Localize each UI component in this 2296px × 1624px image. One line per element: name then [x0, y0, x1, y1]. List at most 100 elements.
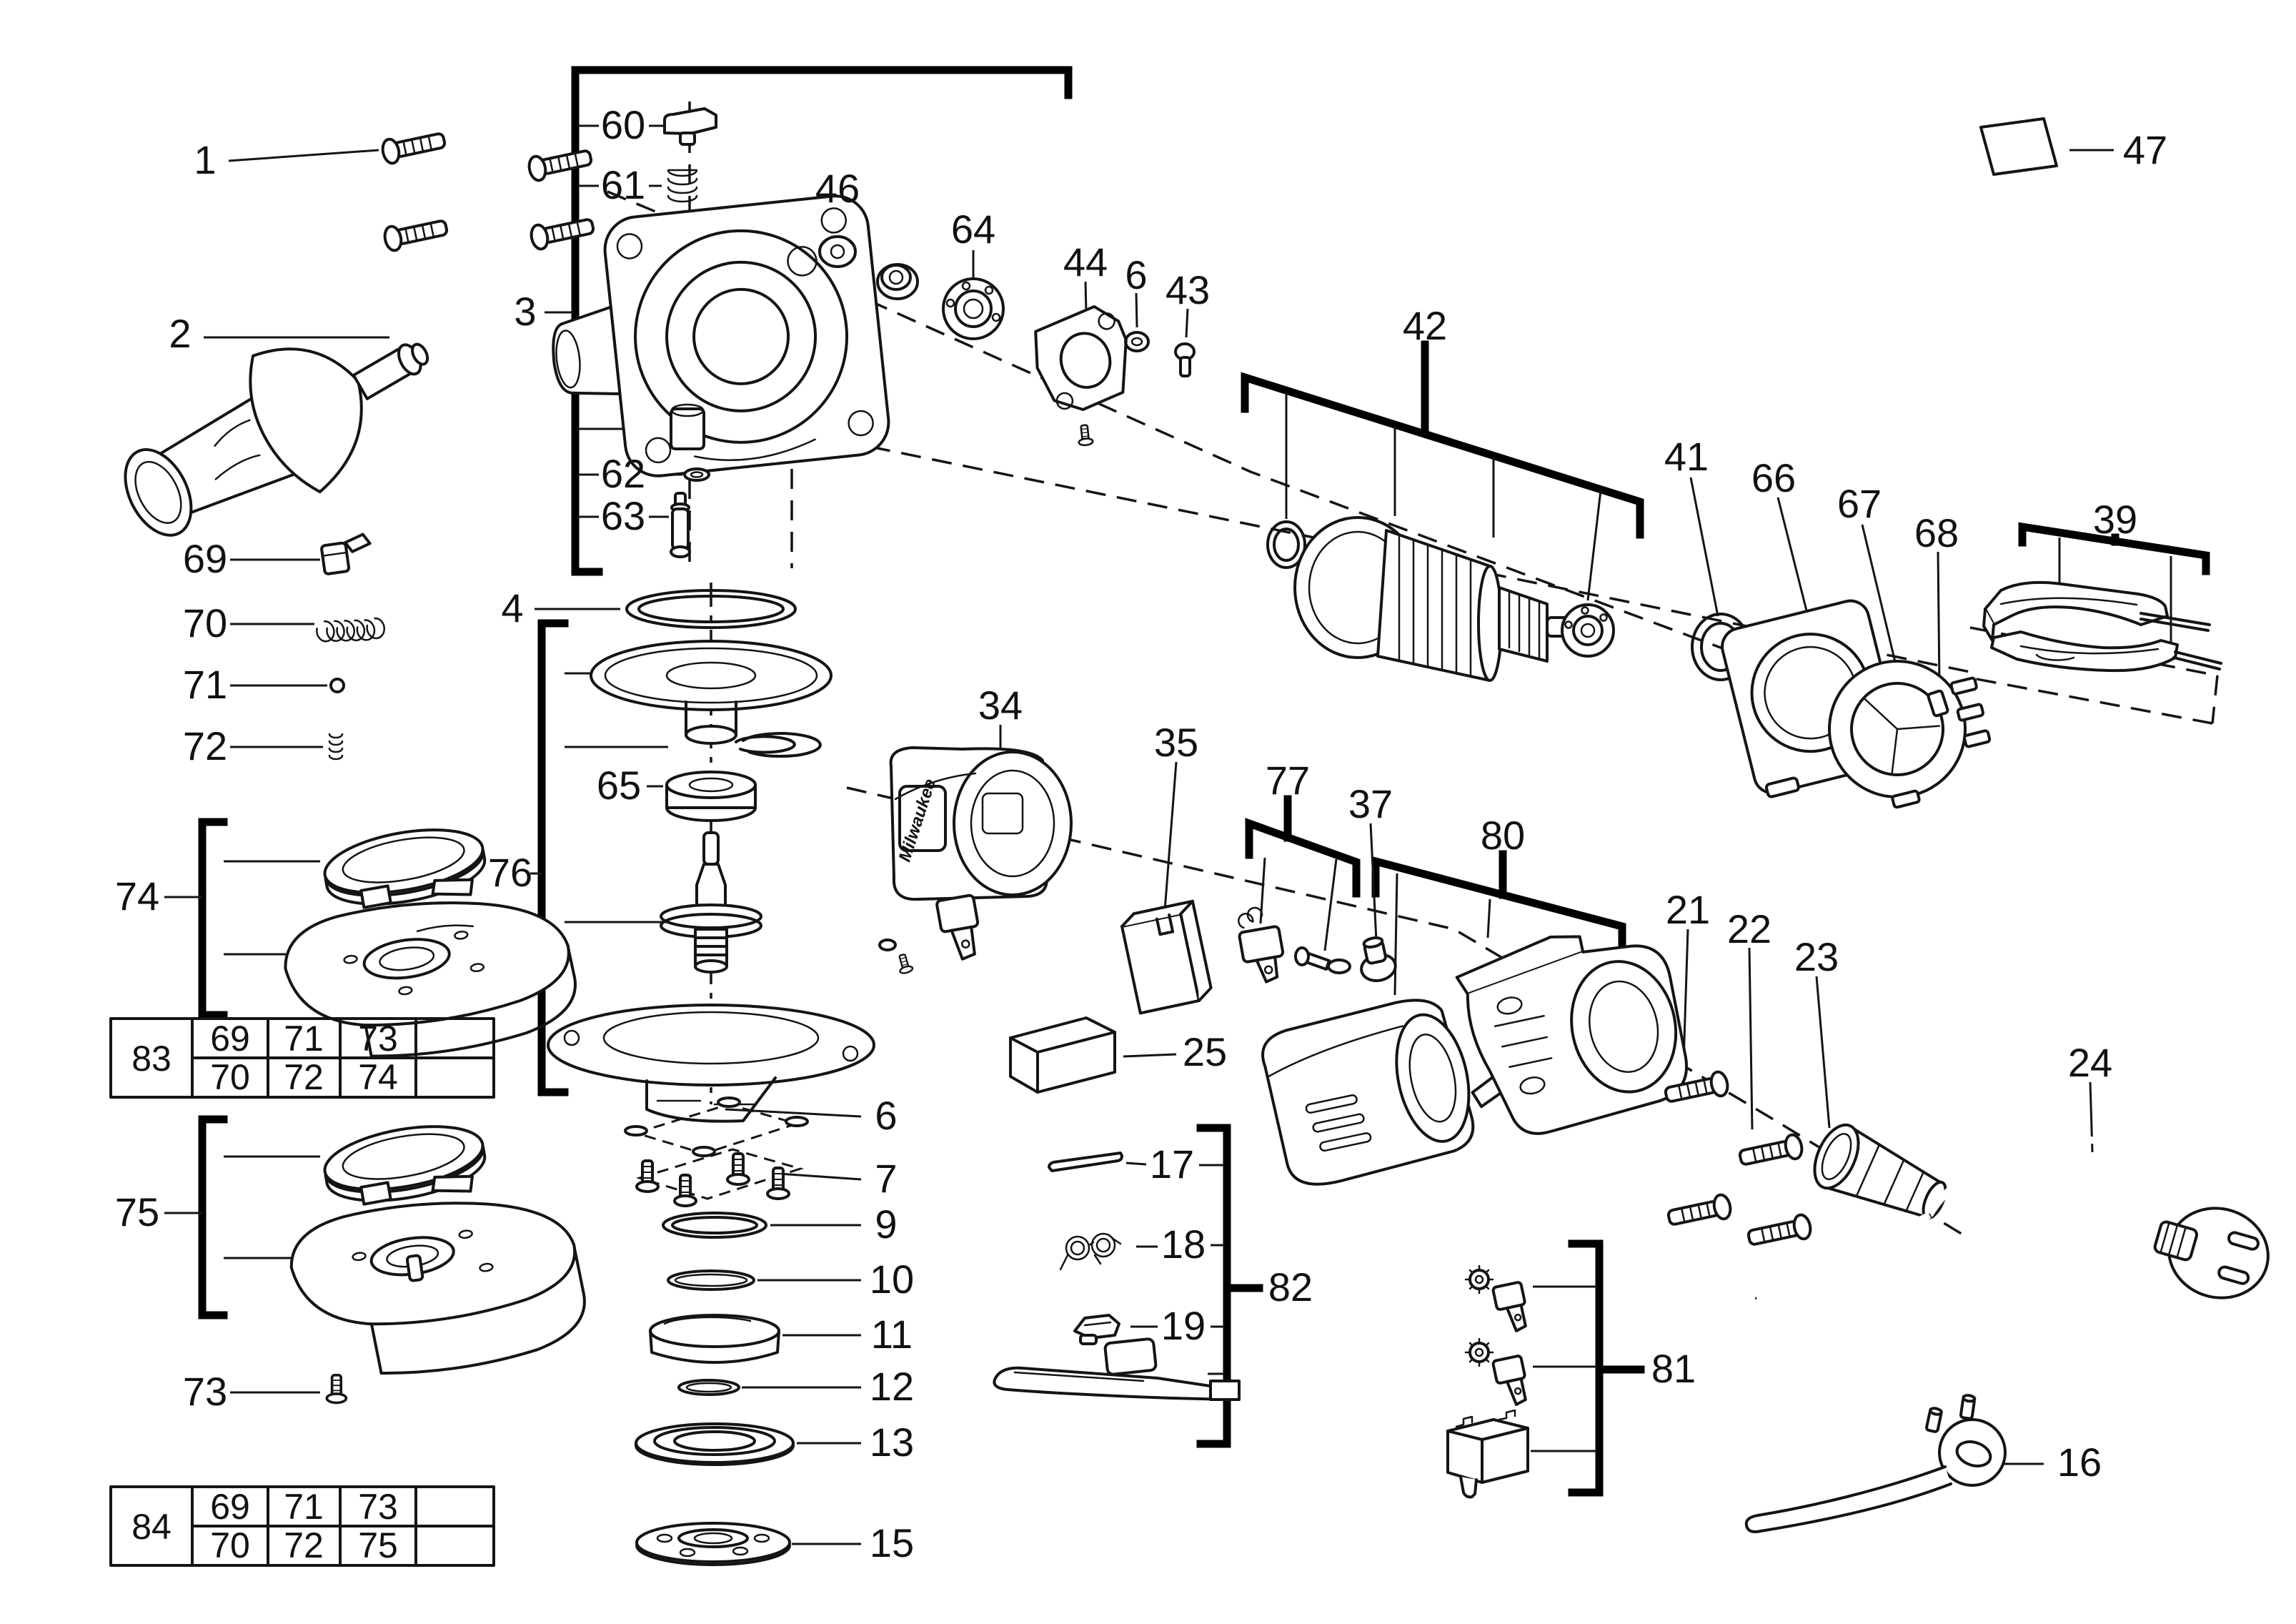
- callout-34: 34: [978, 683, 1023, 728]
- callout-15: 15: [870, 1520, 914, 1565]
- callout-labels: 1 2 3 4 60 61 62 63 65 76 69 70 71 72 74…: [115, 102, 2167, 1565]
- star-washer-81b: [1464, 1337, 1494, 1367]
- svg-text:75: 75: [358, 1525, 398, 1565]
- latch-69: [320, 533, 372, 575]
- brush-holder-81a: [1491, 1281, 1527, 1332]
- callout-44: 44: [1063, 239, 1108, 284]
- callout-12: 12: [870, 1364, 914, 1409]
- table84-label: 84: [131, 1507, 172, 1547]
- screw-73: [325, 1374, 348, 1405]
- spring-72: [328, 733, 344, 761]
- callout-61: 61: [601, 162, 645, 207]
- callout-6a: 6: [1125, 252, 1147, 297]
- callout-35: 35: [1154, 720, 1198, 765]
- armature: [1293, 516, 1574, 682]
- washer-6a: [1124, 331, 1150, 352]
- callout-77: 77: [1266, 758, 1310, 803]
- callout-16: 16: [2057, 1440, 2102, 1485]
- guard-74: [284, 901, 577, 1058]
- table83-label: 83: [131, 1039, 172, 1079]
- callout-18: 18: [1161, 1222, 1206, 1267]
- callout-63: 63: [601, 493, 645, 538]
- callout-66: 66: [1751, 455, 1796, 500]
- ref-table-84: 84 69 71 73 70 72 75: [109, 1485, 495, 1567]
- switch-block-81: [1446, 1409, 1529, 1499]
- callout-9: 9: [875, 1202, 897, 1247]
- cord-boot-23: [1813, 1123, 1947, 1220]
- callout-76: 76: [488, 850, 532, 895]
- callout-1: 1: [194, 137, 216, 182]
- ref-table-83: 83 69 71 73 70 72 74: [109, 1017, 495, 1099]
- svg-text:73: 73: [358, 1019, 398, 1059]
- screw-set-1: [379, 127, 597, 254]
- screw-43: [1174, 342, 1196, 377]
- callout-39: 39: [2093, 497, 2137, 542]
- callout-81: 81: [1651, 1346, 1696, 1391]
- callout-11: 11: [871, 1312, 913, 1357]
- callout-62: 62: [601, 451, 645, 496]
- callout-69: 69: [183, 536, 227, 581]
- callout-13: 13: [870, 1420, 914, 1465]
- brush-assy-77: [1238, 906, 1285, 984]
- callout-65: 65: [597, 763, 641, 808]
- lock-knob: [663, 107, 717, 146]
- guard-clamp-74: [323, 828, 487, 909]
- callout-64: 64: [951, 207, 995, 252]
- svg-text:70: 70: [210, 1057, 250, 1097]
- callout-72: 72: [183, 723, 227, 768]
- retaining-ring: [735, 732, 822, 758]
- guard-clamp-75: [323, 1125, 487, 1206]
- cup-11: [649, 1314, 780, 1364]
- callout-22: 22: [1727, 906, 1771, 951]
- washer-62: [683, 467, 710, 482]
- callout-25: 25: [1183, 1029, 1227, 1074]
- callout-23: 23: [1794, 934, 1839, 979]
- svg-text:69: 69: [210, 1487, 250, 1527]
- o-ring-4: [625, 589, 797, 629]
- svg-text:71: 71: [284, 1487, 324, 1527]
- pin-sleeve: [670, 403, 705, 450]
- callout-71: 71: [183, 662, 227, 707]
- handle-housing-80: [1455, 935, 1688, 1135]
- callout-21: 21: [1666, 887, 1710, 932]
- star-washer-81a: [1464, 1264, 1494, 1294]
- pin-17: [1048, 1152, 1123, 1172]
- bushing-37: [1360, 936, 1397, 982]
- svg-text:73: 73: [358, 1487, 398, 1527]
- motor-housing-34: Milwaukee: [889, 746, 1073, 901]
- label-sticker-47: [1979, 117, 2058, 176]
- callout-74: 74: [115, 873, 159, 919]
- callout-37: 37: [1348, 781, 1393, 826]
- brush-block-35: [1120, 899, 1213, 1015]
- flat-ring-10: [667, 1269, 755, 1291]
- ring-12: [677, 1379, 740, 1396]
- knob-spring: [667, 169, 698, 203]
- callout-7: 7: [875, 1156, 897, 1201]
- side-handle: [124, 342, 429, 537]
- callout-47: 47: [2123, 127, 2167, 172]
- brush-clip-34: [935, 893, 980, 961]
- spindle-shaft: [660, 831, 762, 974]
- bearing-64: [942, 277, 1005, 340]
- ball-71: [329, 678, 345, 693]
- brush-screw-34: [878, 939, 915, 976]
- paddle-switch-lever: [993, 1337, 1241, 1401]
- callout-60: 60: [601, 102, 645, 147]
- field-coil-upper: [1982, 580, 2211, 642]
- nut-46: [818, 235, 857, 268]
- callout-6b: 6: [875, 1093, 897, 1138]
- callout-41: 41: [1664, 434, 1709, 479]
- box-25: [1009, 1016, 1116, 1094]
- svg-text:72: 72: [284, 1057, 324, 1097]
- bevel-gear: [590, 640, 833, 745]
- o-ring-9: [662, 1212, 767, 1239]
- callout-70: 70: [183, 600, 227, 645]
- callout-3: 3: [514, 289, 536, 334]
- callout-42: 42: [1403, 303, 1447, 348]
- guard-75: [289, 1202, 586, 1375]
- bearing-42: [1561, 603, 1615, 658]
- svg-text:72: 72: [284, 1525, 324, 1565]
- plate-44: [1034, 304, 1128, 447]
